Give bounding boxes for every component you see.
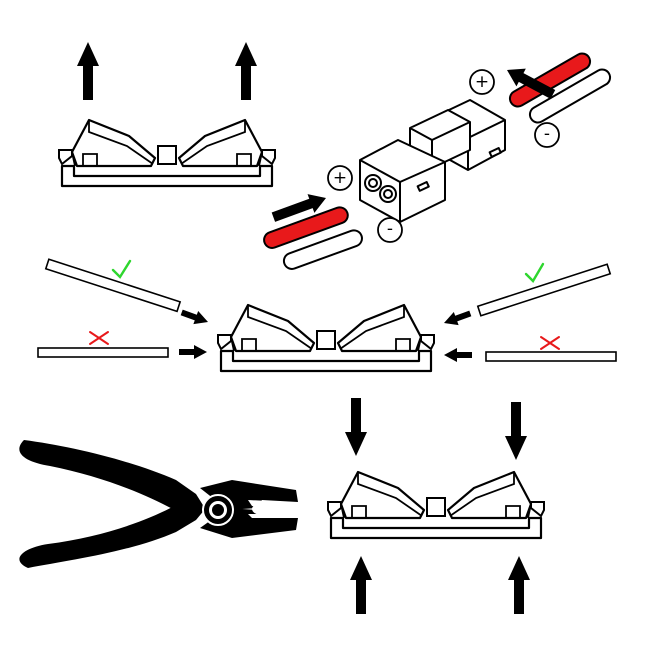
negative-symbol: -	[377, 217, 403, 243]
arrow-down-icon	[505, 402, 527, 460]
arrow-up-icon	[350, 556, 372, 614]
connector-profile	[326, 470, 546, 540]
svg-text:+: +	[475, 72, 489, 92]
svg-text:-: -	[387, 219, 393, 239]
check-mark-icon	[524, 262, 545, 283]
wire-positive	[263, 206, 349, 249]
arrow-icon	[507, 68, 556, 99]
wire-angled-right	[476, 263, 612, 317]
wire-negative	[282, 229, 363, 270]
connector-profile	[216, 303, 436, 373]
arrow-left-icon	[444, 348, 472, 362]
wire-negative	[528, 68, 612, 124]
positive-symbol: +	[327, 165, 353, 191]
arrow-up-icon	[235, 42, 257, 100]
cross-mark-icon	[89, 331, 109, 345]
positive-symbol: +	[469, 69, 495, 95]
arrow-up-icon	[508, 556, 530, 614]
panel-wire-polarity: + -	[263, 52, 612, 270]
cross-mark-icon	[540, 336, 560, 350]
svg-text:-: -	[544, 124, 550, 144]
svg-text:+: +	[333, 168, 347, 188]
check-mark-icon	[111, 259, 132, 279]
negative-symbol: -	[534, 122, 560, 148]
arrow-right-icon	[179, 305, 211, 329]
connector-profile	[57, 118, 277, 188]
panel-open-levers	[57, 42, 277, 188]
arrow-right-icon	[179, 345, 207, 359]
arrow-down-icon	[345, 398, 367, 456]
arrow-left-icon	[441, 306, 473, 330]
arrow-icon	[271, 194, 326, 222]
panel-crimp	[19, 398, 546, 614]
panel-insert-angle	[37, 258, 617, 373]
connector-3d	[359, 99, 506, 223]
wire-angled-left	[44, 258, 182, 313]
pliers-icon	[19, 440, 298, 568]
wire-positive	[508, 52, 592, 108]
wire-flat-right	[485, 351, 617, 362]
arrow-up-icon	[77, 42, 99, 100]
wire-flat-left	[37, 347, 169, 358]
